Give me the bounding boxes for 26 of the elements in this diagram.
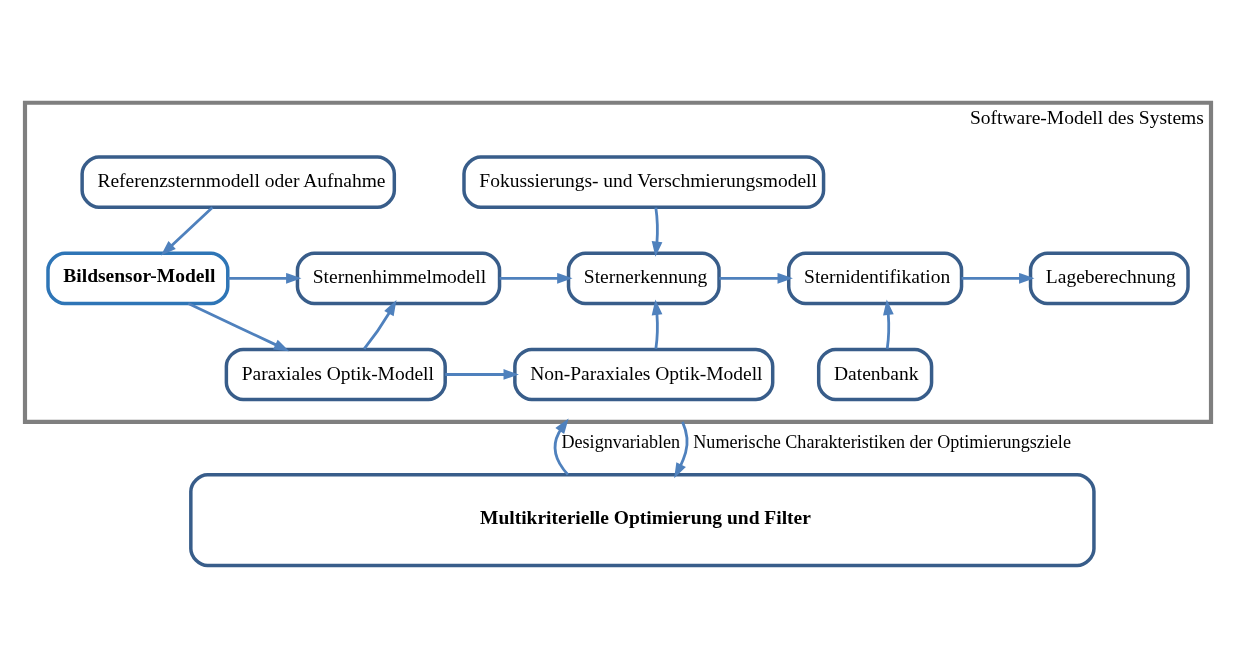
node-box: Multikriterielle Optimierung und Filter [189, 472, 1096, 567]
node-box: Referenzsternmodell oder Aufnahme [80, 154, 397, 209]
edge-label: Designvariablen [561, 431, 681, 452]
arrow [961, 272, 1035, 284]
node-box: Bildsensor-Modell [46, 251, 230, 305]
arrow [719, 272, 793, 284]
node-box: Datenbank [816, 347, 934, 401]
arrow [363, 299, 397, 350]
edge-label: Numerische Charakteristiken der Optimierungsziele [693, 431, 1071, 452]
node-box: Sternenhimmelmodell [295, 251, 502, 305]
node-box: Paraxiales Optik-Modell [224, 347, 447, 401]
arrow [651, 206, 663, 257]
arrow [674, 420, 689, 478]
arrow [883, 299, 894, 349]
node-box: Lageberechnung [1028, 251, 1190, 305]
arrow [651, 299, 663, 349]
arrow [228, 272, 302, 284]
node-box: Sternerkennung [566, 251, 721, 305]
arrow [187, 301, 290, 351]
arrow [499, 272, 573, 284]
node-box: Fokussierungs- und Verschmierungsmodell [462, 154, 826, 209]
node-box: Sternidentifikation [787, 251, 964, 305]
arrow [445, 368, 519, 380]
arrow [553, 417, 569, 476]
node-box: Non-Paraxiales Optik-Modell [513, 347, 775, 401]
arrow [160, 206, 214, 255]
